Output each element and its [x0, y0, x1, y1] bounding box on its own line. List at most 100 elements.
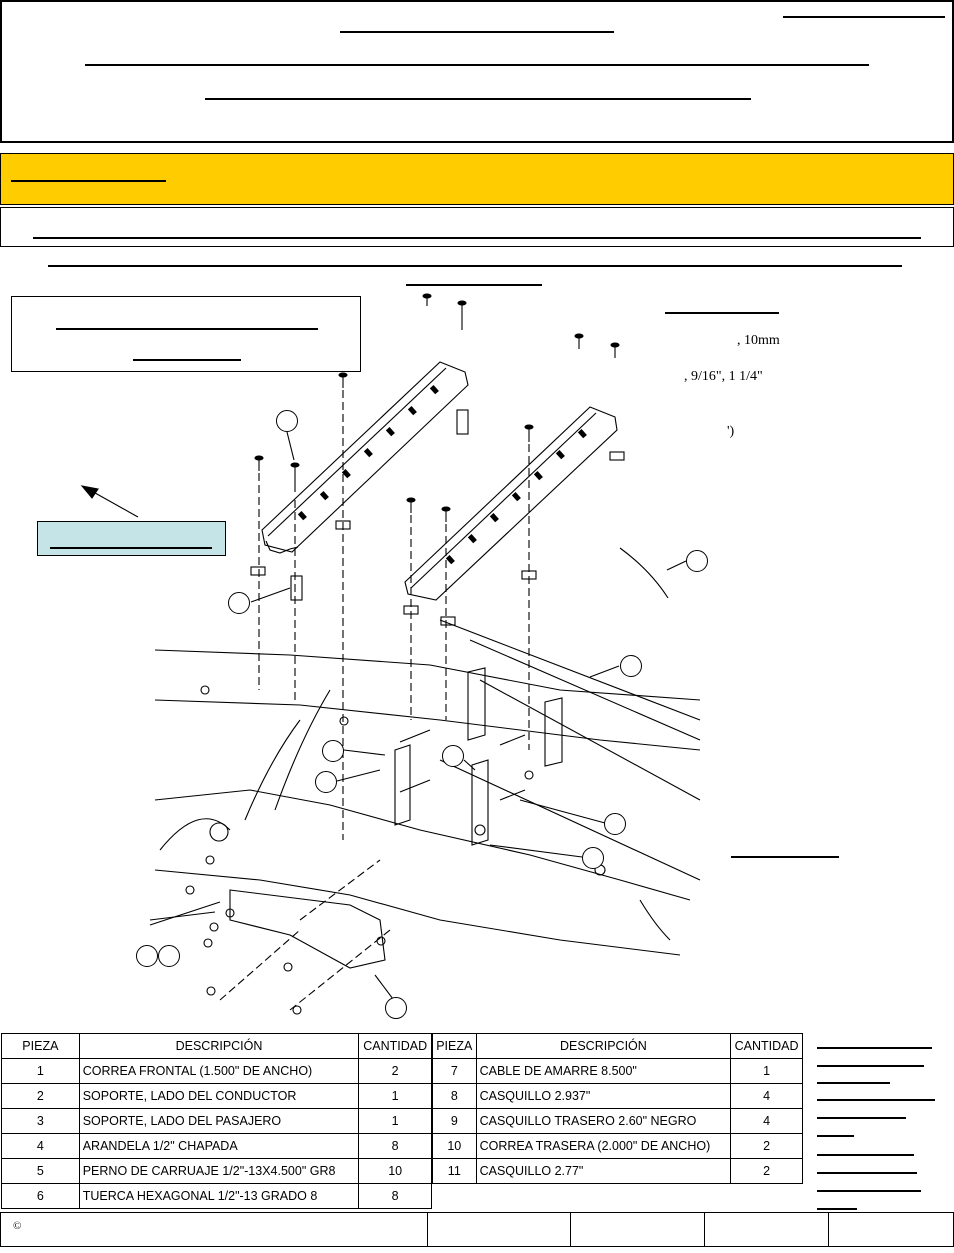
part-number: 3 — [1, 1108, 80, 1134]
table-row: 10 CORREA TRASERA (2.000" DE ANCHO) 2 — [432, 1133, 803, 1159]
table-row: 11 CASQUILLO 2.77" 2 — [432, 1158, 803, 1184]
part-description: TUERCA HEXAGONAL 1/2"-13 GRADO 8 — [78, 1183, 360, 1209]
inset-underline — [133, 359, 241, 361]
side-note-underline — [817, 1190, 921, 1192]
header-box — [0, 0, 954, 143]
title-underline — [340, 31, 614, 33]
front-underline — [50, 547, 212, 549]
table-row: 5 PERNO DE CARRUAJE 1/2"-13X4.500" GR8 1… — [1, 1158, 432, 1184]
subtitle-underline — [205, 98, 751, 100]
callout-circle — [136, 945, 158, 967]
part-description: SOPORTE, LADO DEL PASAJERO — [78, 1108, 360, 1134]
tools-note-3: ') — [727, 424, 735, 439]
banner-underline — [11, 180, 166, 182]
part-description: CASQUILLO 2.77" — [475, 1158, 732, 1184]
tools-underline — [665, 312, 779, 314]
table-row: 8 CASQUILLO 2.937" 4 — [432, 1083, 803, 1109]
side-note-underline — [817, 1065, 924, 1067]
part-number: 10 — [432, 1133, 477, 1159]
side-note-underline — [817, 1047, 932, 1049]
tools-note-2: , 9/16", 1 1/4" — [684, 369, 763, 384]
table-header-row: PIEZA DESCRIPCIÓN CANTIDAD — [432, 1033, 803, 1059]
title-underline — [783, 16, 945, 18]
part-description: PERNO DE CARRUAJE 1/2"-13X4.500" GR8 — [78, 1158, 360, 1184]
note-underline — [406, 284, 542, 286]
table-row: 4 ARANDELA 1/2" CHAPADA 8 — [1, 1133, 432, 1159]
part-quantity: 1 — [730, 1058, 803, 1084]
footer-box — [0, 1212, 954, 1247]
part-quantity: 1 — [358, 1083, 432, 1109]
table-header-row: PIEZA DESCRIPCIÓN CANTIDAD — [1, 1033, 432, 1059]
footer-divider — [427, 1212, 428, 1247]
side-note-underline — [817, 1172, 917, 1174]
callout-circle — [442, 745, 464, 767]
column-header: DESCRIPCIÓN — [78, 1033, 360, 1059]
part-description: CABLE DE AMARRE 8.500" — [475, 1058, 732, 1084]
callout-circle — [385, 997, 407, 1019]
part-description: CORREA TRASERA (2.000" DE ANCHO) — [475, 1133, 732, 1159]
callout-circle — [582, 847, 604, 869]
part-number: 1 — [1, 1058, 80, 1084]
callout-circle — [276, 410, 298, 432]
column-header: PIEZA — [432, 1033, 477, 1059]
part-number: 7 — [432, 1058, 477, 1084]
part-number: 2 — [1, 1083, 80, 1109]
part-number: 6 — [1, 1183, 80, 1209]
part-description: SOPORTE, LADO DEL CONDUCTOR — [78, 1083, 360, 1109]
column-header: PIEZA — [1, 1033, 80, 1059]
front-indicator-box — [37, 521, 226, 556]
part-quantity: 4 — [730, 1083, 803, 1109]
part-number: 9 — [432, 1108, 477, 1134]
callout-circle — [322, 740, 344, 762]
table-row: 3 SOPORTE, LADO DEL PASAJERO 1 — [1, 1108, 432, 1134]
inset-underline — [56, 328, 318, 330]
part-quantity: 10 — [358, 1158, 432, 1184]
callout-circle — [228, 592, 250, 614]
table-row: 2 SOPORTE, LADO DEL CONDUCTOR 1 — [1, 1083, 432, 1109]
footer-divider — [570, 1212, 571, 1247]
table-row: 6 TUERCA HEXAGONAL 1/2"-13 GRADO 8 8 — [1, 1183, 432, 1209]
column-header: DESCRIPCIÓN — [475, 1033, 732, 1059]
part-quantity: 2 — [730, 1158, 803, 1184]
callout-circle — [604, 813, 626, 835]
part-number: 4 — [1, 1133, 80, 1159]
side-note-underline — [817, 1082, 890, 1084]
subtitle-underline — [85, 64, 869, 66]
part-description: ARANDELA 1/2" CHAPADA — [78, 1133, 360, 1159]
part-quantity: 8 — [358, 1133, 432, 1159]
part-quantity: 1 — [358, 1108, 432, 1134]
callout-circle — [315, 771, 337, 793]
part-number: 8 — [432, 1083, 477, 1109]
part-number: 11 — [432, 1158, 477, 1184]
callout-circle — [686, 550, 708, 572]
footer-divider — [704, 1212, 705, 1247]
copyright-symbol: © — [13, 1220, 22, 1232]
note-underline — [33, 237, 921, 239]
part-description: CORREA FRONTAL (1.500" DE ANCHO) — [78, 1058, 360, 1084]
side-note-underline — [817, 1208, 857, 1210]
side-note-underline — [817, 1117, 906, 1119]
part-quantity: 8 — [358, 1183, 432, 1209]
inset-box — [11, 296, 361, 372]
part-quantity: 2 — [730, 1133, 803, 1159]
part-quantity: 4 — [730, 1108, 803, 1134]
table-row: 1 CORREA FRONTAL (1.500" DE ANCHO) 2 — [1, 1058, 432, 1084]
warning-banner — [0, 153, 954, 205]
table-row: 9 CASQUILLO TRASERO 2.60" NEGRO 4 — [432, 1108, 803, 1134]
note-underline — [48, 265, 902, 267]
part-description: CASQUILLO 2.937" — [475, 1083, 732, 1109]
frame-label-underline — [731, 856, 839, 858]
part-description: CASQUILLO TRASERO 2.60" NEGRO — [475, 1108, 732, 1134]
parts-table-left: PIEZA DESCRIPCIÓN CANTIDAD 1 CORREA FRON… — [1, 1033, 432, 1209]
side-note-underline — [817, 1135, 854, 1137]
side-note-underline — [817, 1154, 914, 1156]
tools-note-1: , 10mm — [737, 333, 780, 348]
parts-table-right: PIEZA DESCRIPCIÓN CANTIDAD 7 CABLE DE AM… — [432, 1033, 803, 1184]
callout-circle — [158, 945, 180, 967]
part-quantity: 2 — [358, 1058, 432, 1084]
footer-divider — [828, 1212, 829, 1247]
column-header: CANTIDAD — [730, 1033, 803, 1059]
exploded-diagram — [80, 293, 701, 1015]
column-header: CANTIDAD — [358, 1033, 432, 1059]
side-note-underline — [817, 1099, 935, 1101]
